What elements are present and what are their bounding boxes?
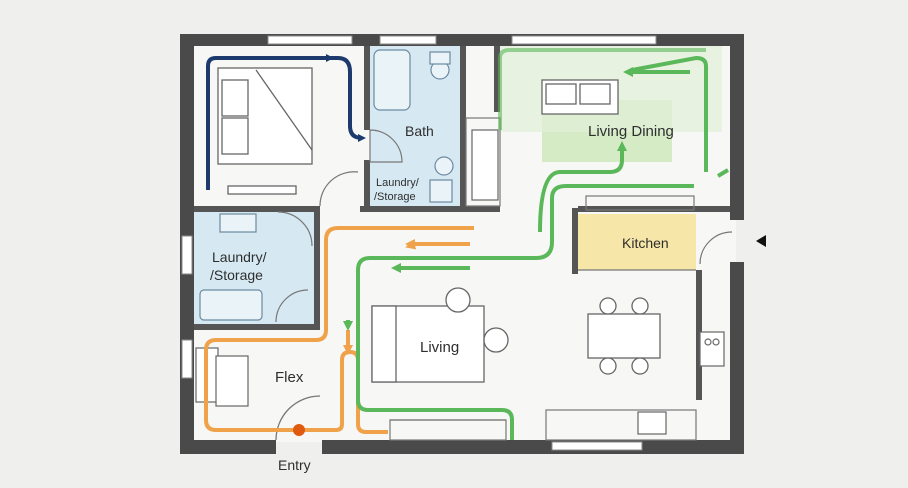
entry-marker xyxy=(293,424,305,436)
living-furniture xyxy=(371,287,509,383)
hall-door xyxy=(319,171,359,207)
kitchen-appliances xyxy=(471,129,725,435)
bath-door xyxy=(369,129,403,163)
bed xyxy=(217,67,313,195)
green-path-right xyxy=(631,55,708,172)
exterior-walls xyxy=(180,34,744,454)
bath-laundry-line2: /Storage xyxy=(374,191,416,203)
kitchen-fill xyxy=(578,214,696,270)
ld-sofa xyxy=(541,79,619,115)
laundry-label: Laundry/ /Storage xyxy=(210,249,267,283)
orange-path-main xyxy=(204,226,474,432)
flex-desk xyxy=(195,347,249,407)
flex-label: Flex xyxy=(275,369,304,386)
green-path-kitchen xyxy=(716,168,730,178)
dining-table xyxy=(587,297,661,375)
green-path-main xyxy=(356,184,694,440)
entry-door xyxy=(275,395,321,441)
laundry-fixtures xyxy=(199,213,263,321)
bathtub xyxy=(373,49,454,203)
laundry-door-2 xyxy=(275,289,309,323)
kitchen-label: Kitchen xyxy=(622,235,669,251)
bath-label: Bath xyxy=(405,123,434,139)
bath-laundry-line1: Laundry/ xyxy=(376,177,420,189)
fixture-lines xyxy=(389,117,697,441)
laundry-line2: /Storage xyxy=(210,267,263,283)
bedroom-path-bath xyxy=(330,56,366,142)
laundry-line1: Laundry/ xyxy=(212,249,267,265)
entry-arrow-icon xyxy=(756,235,766,247)
bath-laundry-label: Laundry/ /Storage xyxy=(374,177,420,203)
kitchen-door xyxy=(699,231,733,265)
windows xyxy=(181,35,657,451)
entry-label: Entry xyxy=(278,457,311,473)
interior-walls xyxy=(194,46,730,400)
bedroom-path-up xyxy=(206,54,334,190)
green-path-ld xyxy=(538,141,627,233)
living-label: Living xyxy=(420,339,459,356)
laundry-door xyxy=(277,211,313,247)
living-dining-label: Living Dining xyxy=(588,123,674,140)
green-path-top xyxy=(498,48,706,130)
